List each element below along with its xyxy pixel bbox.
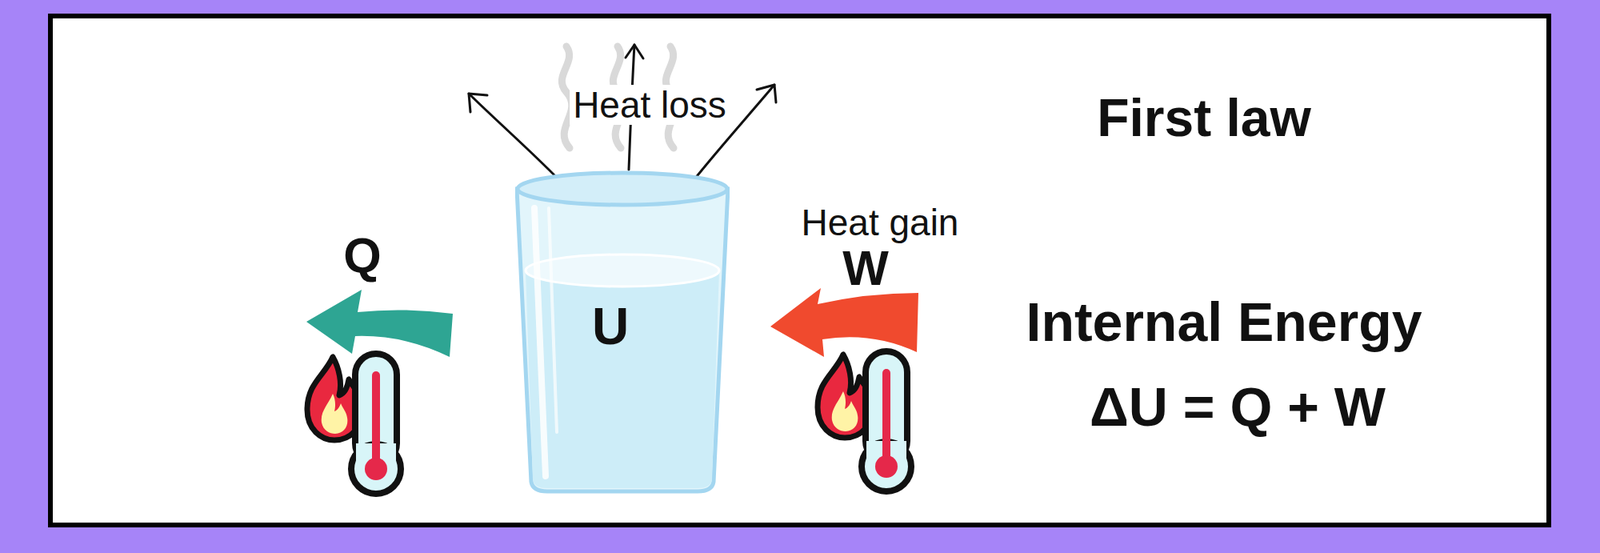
heat-symbol: Q [343,231,381,280]
diagram-title: First law [1096,91,1312,144]
heat-gain-label: Heat gain [801,204,960,241]
work-symbol: W [842,244,889,293]
white-panel [48,13,1552,528]
section-heading: Internal Energy [1025,294,1422,349]
glass-of-water: U [515,168,730,496]
equation: ΔU = Q + W [1089,379,1386,434]
node-symbol: U [592,300,629,352]
heat-loss-label: Heat loss [569,84,730,125]
